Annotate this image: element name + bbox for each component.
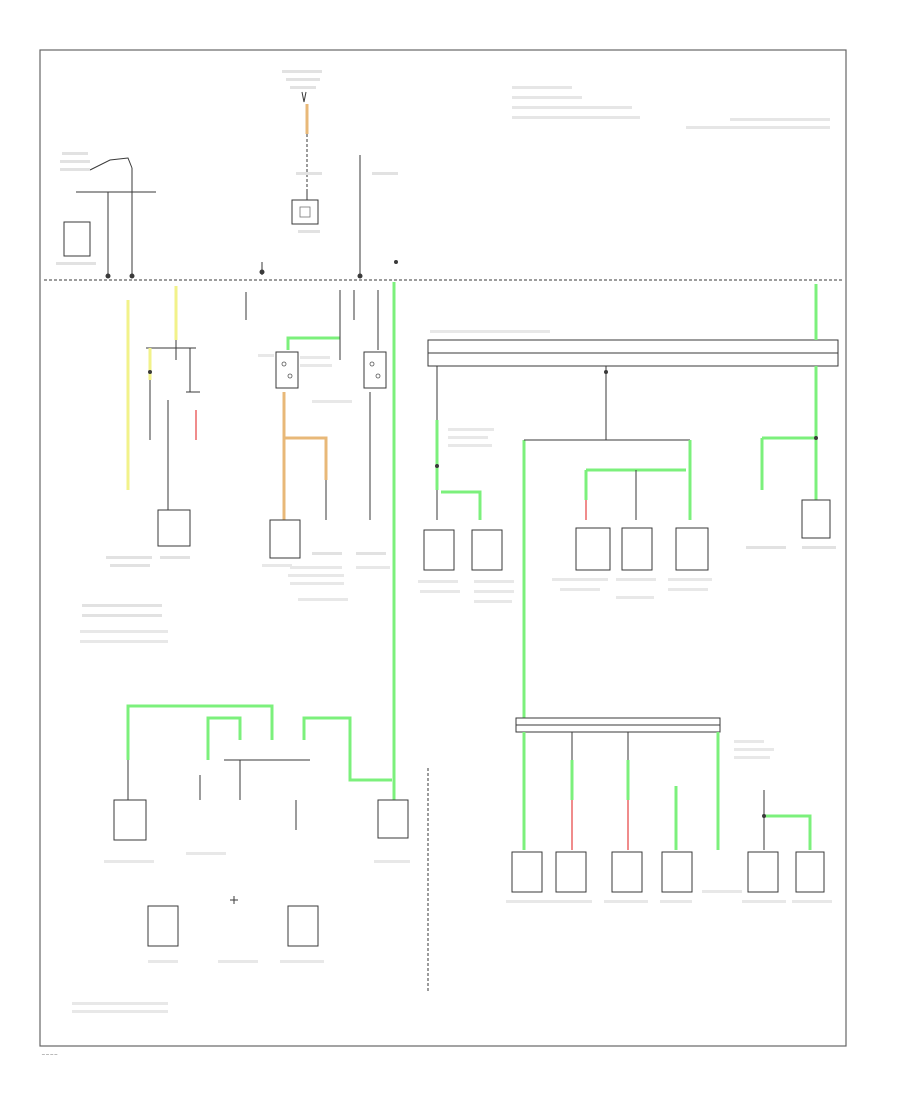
top-left-source	[56, 152, 156, 275]
module-ll-1	[113, 799, 147, 841]
lower-left-circuits	[72, 704, 429, 1013]
ground-relay-box	[291, 199, 319, 225]
upper-left-circuits	[80, 286, 390, 643]
diagram-frame	[39, 49, 847, 1047]
module-ll-2	[377, 799, 409, 839]
relay-1	[275, 351, 299, 389]
lower-right-circuits	[506, 717, 832, 903]
module-lr-5	[747, 851, 779, 893]
module-lr-6	[795, 851, 825, 893]
footer-code: _ _ _ _	[41, 1050, 58, 1056]
module-r-2	[471, 529, 503, 571]
top-section	[56, 70, 830, 275]
module-mid-1	[269, 519, 301, 559]
module-lr-1	[511, 851, 543, 893]
module-r-5	[675, 527, 709, 571]
upper-right-circuits	[418, 284, 839, 720]
top-fuse-source	[282, 70, 322, 233]
legend-block	[512, 86, 830, 129]
module-lr-4	[661, 851, 693, 893]
relay-2	[363, 351, 387, 389]
module-r-1	[423, 529, 455, 571]
module-r-3	[575, 527, 611, 571]
module-ll-4	[287, 905, 319, 947]
module-ll-3	[147, 905, 179, 947]
module-r-4	[621, 527, 653, 571]
fuse-box-left	[63, 221, 91, 257]
module-left-1	[157, 509, 191, 547]
module-lr-3	[611, 851, 643, 893]
module-r-6	[801, 499, 831, 539]
module-lr-2	[555, 851, 587, 893]
